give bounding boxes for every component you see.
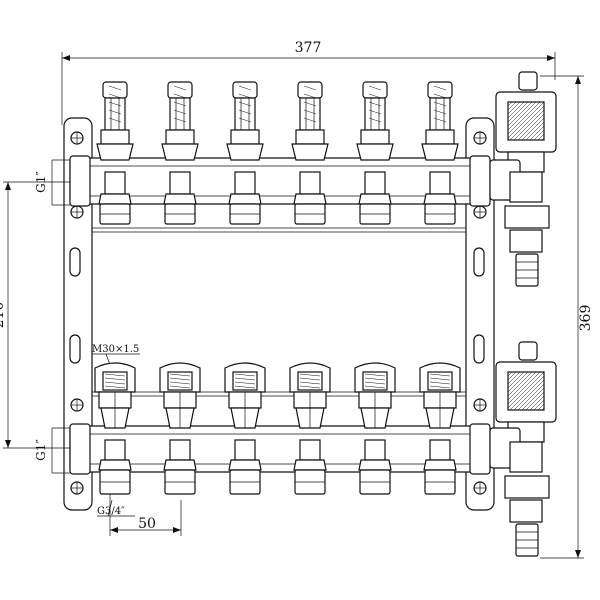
valve-head xyxy=(159,362,201,429)
dimension-height-label: 369 xyxy=(578,305,594,332)
bottom-outlet-group xyxy=(98,439,457,495)
outlet-fitting xyxy=(293,171,327,225)
flow-meter xyxy=(421,81,459,161)
valve-head xyxy=(354,362,396,429)
dimension-bracket-spacing: 210 xyxy=(0,181,72,449)
flow-meter xyxy=(291,81,329,161)
outlet-fitting xyxy=(163,171,197,225)
valve-head xyxy=(419,362,461,429)
outlet-fitting xyxy=(358,439,392,495)
outlet-fitting xyxy=(423,439,457,495)
outlet-fitting xyxy=(358,171,392,225)
thread-label-bottom-main: G1″ xyxy=(34,427,70,474)
flow-meter xyxy=(356,81,394,161)
outlet-fitting xyxy=(98,439,132,495)
outlet-fitting xyxy=(98,171,132,225)
top-flow-meter-group xyxy=(96,81,459,161)
outlet-fitting xyxy=(228,171,262,225)
outlet-fitting xyxy=(228,439,262,495)
dimension-circuit-spacing: 50 xyxy=(109,490,182,536)
mounting-bracket-left xyxy=(63,117,93,511)
svg-text:G1″: G1″ xyxy=(34,171,48,193)
dimension-bracket-spacing-label: 210 xyxy=(0,302,7,329)
dimension-circuit-spacing-label: 50 xyxy=(138,516,156,532)
valve-head xyxy=(94,362,136,429)
svg-text:G1″: G1″ xyxy=(34,439,48,461)
thread-label-top-main: G1″ xyxy=(34,159,70,206)
outlet-thread-label: G3/4″ xyxy=(97,506,125,517)
dimension-width-label: 377 xyxy=(295,40,322,56)
flow-meter xyxy=(161,81,199,161)
air-vent-assembly-bottom xyxy=(489,341,557,557)
valve-head xyxy=(289,362,331,429)
air-vent-assembly-top xyxy=(489,71,557,287)
dimension-width: 377 xyxy=(61,40,556,125)
dimension-height: 369 xyxy=(540,75,594,559)
valve-thread-label: M30×1.5 xyxy=(92,344,139,355)
mounting-bracket-right xyxy=(465,117,495,511)
outlet-fitting xyxy=(163,439,197,495)
flow-meter xyxy=(226,81,264,161)
valve-head xyxy=(224,362,266,429)
top-outlet-group xyxy=(98,171,457,225)
outlet-fitting xyxy=(423,171,457,225)
outlet-fitting xyxy=(293,439,327,495)
flow-meter xyxy=(96,81,134,161)
bottom-valve-group xyxy=(94,362,461,429)
